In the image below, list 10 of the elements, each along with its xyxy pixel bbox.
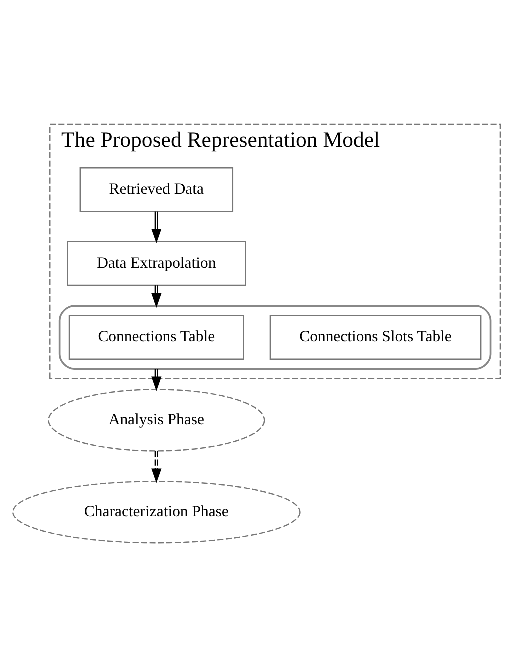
node-box: Data Extrapolation xyxy=(67,240,246,286)
arrow xyxy=(152,285,162,308)
arrow xyxy=(152,211,162,243)
node-box: Retrieved Data xyxy=(80,167,234,212)
node-ellipse: Characterization Phase xyxy=(12,480,301,544)
node-box: Connections Slots Table xyxy=(270,314,482,360)
node-box: Connections Table xyxy=(68,314,244,360)
arrow xyxy=(152,450,162,483)
node-ellipse: Analysis Phase xyxy=(48,388,266,452)
cluster xyxy=(58,304,492,370)
